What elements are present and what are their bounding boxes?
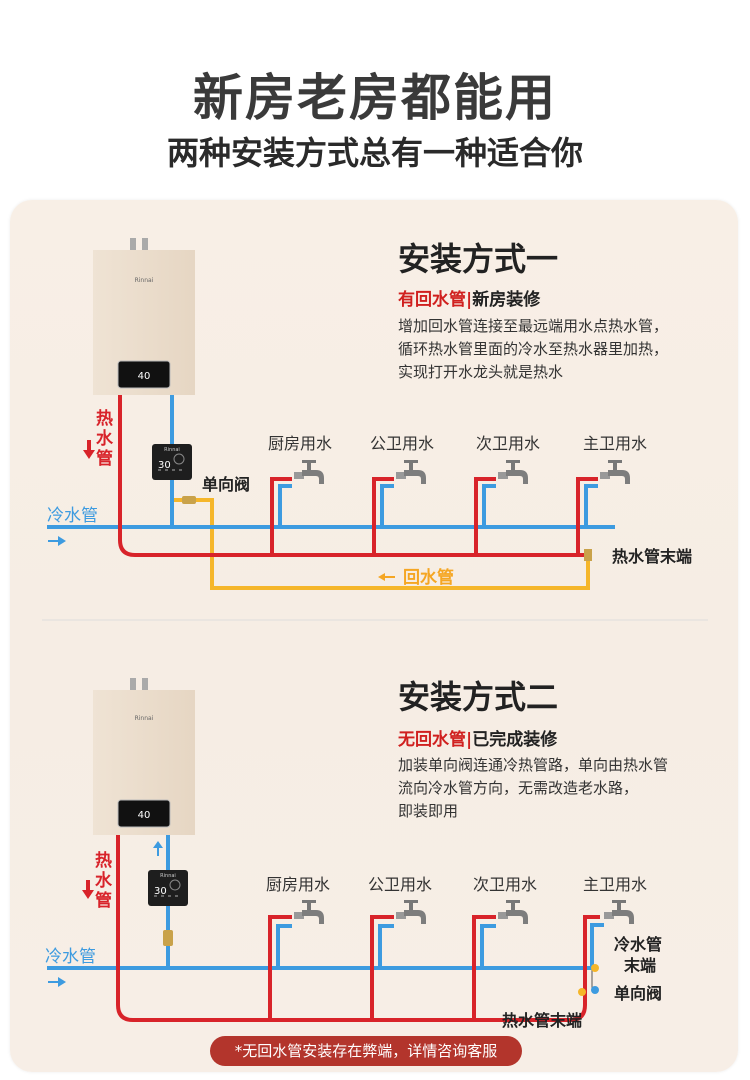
left-arrow-icon [378,573,395,581]
method2-section: Rinnai 40 安装方式二 无回水管|已完成装修 加装单向阀连通冷热管路，单… [45,678,668,1030]
method1-section: Rinnai 40 安装方式一 有回水管|新房装修 增加回水管连接至最远端用水点… [47,238,692,590]
hot-water-pipe [116,835,600,1022]
flow-arrow-icon [48,977,66,987]
cold-pipe-label: 冷水管 [45,947,96,967]
method1-desc-line: 实现打开水龙头就是热水 [398,363,563,381]
hot-end-fitting [578,988,586,996]
hot-end-label: 热水管末端 [502,1011,582,1030]
hot-end-label: 热水管末端 [612,547,692,566]
cold-water-pipe [47,835,604,970]
faucet-icon [604,900,634,924]
faucet-icon [600,460,630,484]
cold-pipe-label: 冷水管 [47,506,98,526]
method1-desc-line: 增加回水管连接至最远端用水点热水管， [398,317,668,335]
down-arrow-icon [83,440,95,459]
svg-text:水: 水 [96,428,114,449]
faucet-icon [498,900,528,924]
svg-text:水: 水 [95,870,113,891]
svg-text:管: 管 [96,448,113,469]
flow-arrow-icon [48,536,66,546]
method2-desc-line: 即装即用 [398,802,458,820]
outlet-label: 公卫用水 [370,434,434,453]
pump-display: 30 [158,460,171,471]
faucet-icon [294,460,324,484]
outlet-label: 次卫用水 [473,875,537,894]
water-heater: Rinnai 40 [93,678,195,835]
cold-end-label: 冷水管 [614,935,662,954]
pipe-end-fitting [584,549,592,561]
method1-title: 安装方式一 [398,240,558,278]
method1-desc-line: 循环热水管里面的冷水至热水器里加热， [398,340,668,358]
method2-title: 安装方式二 [398,678,558,716]
svg-text:管: 管 [95,890,112,911]
outlet-label: 主卫用水 [583,875,647,894]
cold-branch-pipes [278,484,598,527]
method2-desc-line: 加装单向阀连通冷热管路，单向由热水管 [398,756,668,774]
hot-pipe-label: 热 水 管 [95,850,113,911]
cold-branch-pipes [276,924,496,968]
cold-end-fitting [591,964,599,972]
brand-logo: Rinnai [135,277,154,284]
water-heater: Rinnai 40 [93,238,195,395]
cold-water-pipe [47,395,615,529]
page-subtitle: 两种安装方式总有一种适合你 [166,134,583,172]
outlet-label: 次卫用水 [476,434,540,453]
heater-display: 40 [138,371,151,382]
footer-note-badge: *无回水管安装存在弊端，详情咨询客服 [210,1036,522,1066]
page-title: 新房老房都能用 [193,69,557,127]
return-pipe-label: 回水管 [403,567,454,588]
pump-display: 30 [154,886,167,897]
cold-end-label: 末端 [624,956,656,975]
faucet-icon [498,460,528,484]
hot-pipe-label: 热 水 管 [96,408,114,469]
brand-logo: Rinnai [135,715,154,722]
check-valve-label: 单向阀 [614,984,662,1003]
svg-text:热: 热 [95,850,112,871]
method1-tag: 有回水管|新房装修 [398,289,541,310]
outlet-label: 厨房用水 [268,434,332,453]
hot-branch-pipes [268,915,496,1020]
hot-branch-pipes [270,477,598,555]
check-valve [182,496,196,504]
hot-water-pipe [118,395,588,557]
return-pipe [172,498,590,590]
check-valve-inline [163,930,173,946]
outlet-label: 主卫用水 [583,434,647,453]
faucet-icon [294,900,324,924]
method2-tag: 无回水管|已完成装修 [397,729,558,750]
faucet-icon [396,460,426,484]
faucet-icon [396,900,426,924]
down-arrow-icon [82,880,94,899]
up-arrow-icon [153,841,163,856]
check-valve-label: 单向阀 [202,475,250,494]
method2-desc-line: 流向冷水管方向，无需改造老水路， [398,779,638,797]
outlet-label: 厨房用水 [266,875,330,894]
svg-text:热: 热 [96,408,113,429]
heater-display: 40 [138,810,151,821]
outlet-label: 公卫用水 [368,875,432,894]
check-valve [591,986,599,994]
